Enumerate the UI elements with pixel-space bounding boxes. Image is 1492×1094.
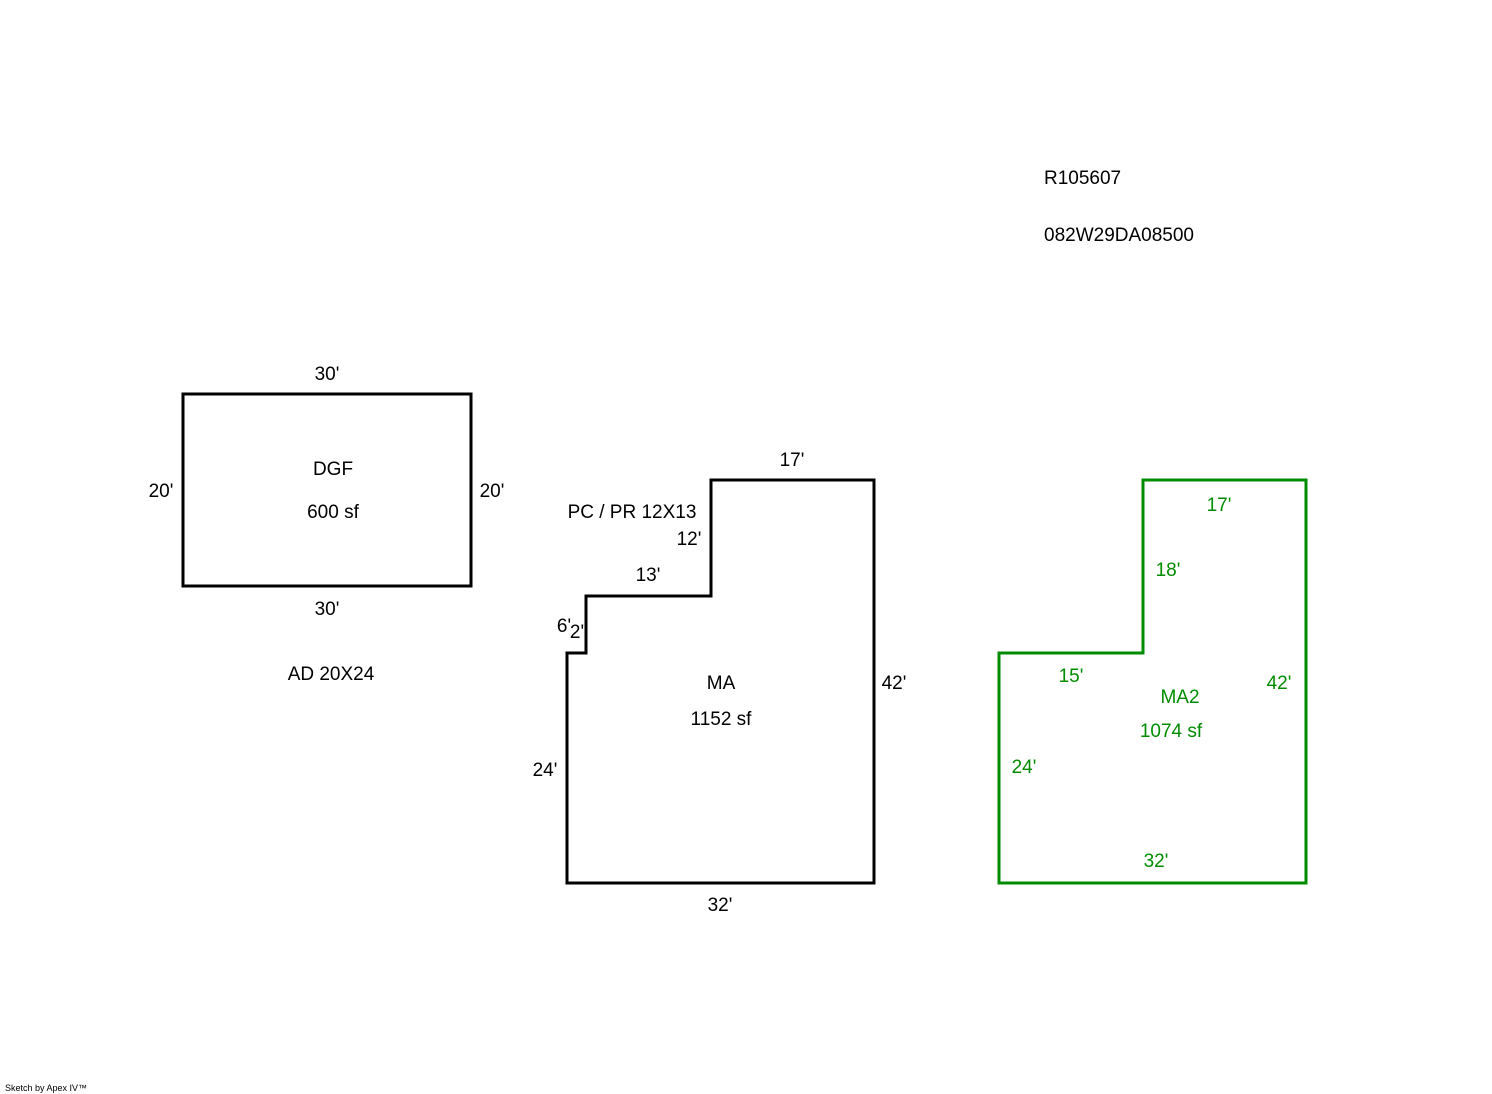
ma-note: PC / PR 12X13	[568, 502, 697, 523]
sketch-credit: Sketch by Apex IV™	[5, 1083, 87, 1093]
ma2-outline	[997, 478, 1308, 885]
dgf-area: 600 sf	[307, 502, 359, 523]
map-number: 082W29DA08500	[1044, 225, 1194, 246]
dgf-top-dim: 30'	[315, 364, 340, 385]
dgf-bottom-dim: 30'	[315, 599, 340, 620]
ma-small-riser-b: 2'	[570, 622, 584, 643]
ma-left-dim: 24'	[533, 760, 558, 781]
ma2-left-dim: 24'	[1012, 757, 1037, 778]
dgf-note: AD 20X24	[288, 664, 375, 685]
ma2-right-dim: 42'	[1267, 673, 1292, 694]
ma-area: 1152 sf	[691, 709, 753, 730]
ma2-top-dim: 17'	[1207, 495, 1232, 516]
ma-bottom-dim: 32'	[708, 895, 733, 916]
ma-outline	[565, 478, 876, 885]
dgf-left-dim: 20'	[149, 481, 174, 502]
ma-small-riser-a: 6'	[557, 616, 571, 637]
ma2-bottom-dim: 32'	[1144, 851, 1169, 872]
ma-top-dim: 17'	[780, 450, 805, 471]
ma-right-dim: 42'	[882, 673, 907, 694]
ma-step-riser-dim: 12'	[677, 529, 702, 550]
ma2-inner-vertical-dim: 18'	[1156, 560, 1181, 581]
ma2-area: 1074 sf	[1140, 721, 1203, 742]
ma2-inner-horizontal-dim: 15'	[1059, 666, 1084, 687]
ma2-label: MA2	[1160, 687, 1199, 708]
ma-label: MA	[707, 673, 736, 694]
parcel-id: R105607	[1044, 168, 1121, 189]
dgf-outline	[181, 392, 473, 588]
dgf-label: DGF	[313, 459, 353, 480]
dgf-right-dim: 20'	[480, 481, 505, 502]
ma-step-top-dim: 13'	[636, 565, 661, 586]
